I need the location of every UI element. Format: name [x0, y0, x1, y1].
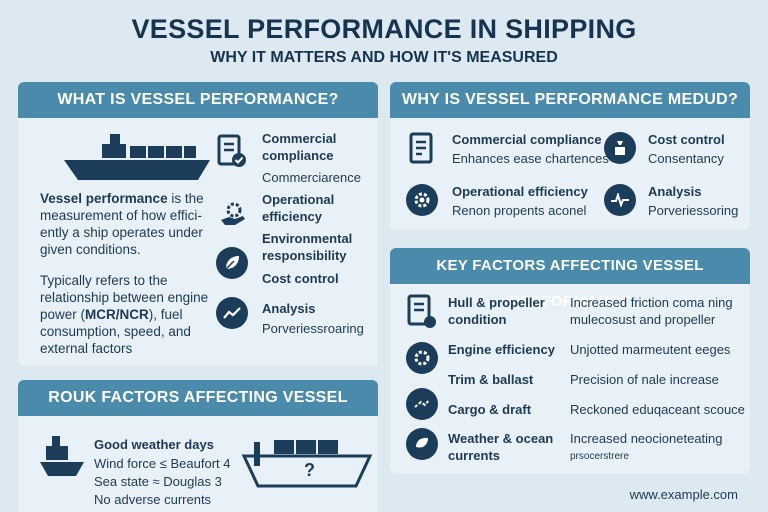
definition-text: Vessel performance is the measurement of…: [40, 190, 210, 258]
factor-hull-propeller-desc: Increased friction coma ning mulecosust …: [570, 295, 733, 327]
hull-document-icon: [407, 294, 436, 328]
what-item-cost-control: Cost control: [262, 271, 339, 286]
why-item-analysis-desc: Porveriessoring: [648, 203, 739, 218]
document-check-icon: [217, 134, 246, 167]
small-ship-icon: [40, 436, 84, 476]
cargo-icon: [406, 388, 438, 420]
relationship-part-a: Typically refers to the relationship bet…: [40, 273, 209, 322]
factor-cargo-draft: Cargo & draft: [448, 402, 532, 417]
page-title: VESSEL PERFORMANCE IN SHIPPING: [131, 14, 637, 44]
rouk-line-3: Sea state ≈ Douglas 3: [94, 474, 222, 489]
relationship-text: Typically refers to the relationship bet…: [40, 272, 215, 357]
why-item-operational-efficiency: Operational efficiency: [452, 184, 588, 199]
footer-url[interactable]: www.example.com: [629, 487, 738, 502]
what-item-commerciarence: Commerciarence: [262, 170, 361, 185]
key-factors-heading: KEY FACTORS AFFECTING VESSEL PERFORMANCE: [390, 248, 750, 310]
factor-engine-efficiency-desc: Unjotted marmeutent eeges: [570, 342, 731, 357]
rouk-line-4: No adverse currents: [94, 492, 212, 507]
ship-icon: [64, 134, 210, 180]
money-bag-icon: [604, 132, 636, 164]
why-item-operational-efficiency-desc: Renon propents aconel: [452, 203, 587, 218]
rouk-line-2: Wind force ≤ Beaufort 4: [94, 456, 231, 471]
factor-trim-ballast-desc: Precision of nale increase: [570, 372, 719, 387]
engine-gear-icon: [406, 342, 438, 374]
what-heading: WHAT IS VESSEL PERFORMANCE?: [18, 82, 378, 118]
why-heading: WHY IS VESSEL PERFORMANCE MEDUD?: [390, 82, 750, 118]
definition-rest: is the measurement of how effici-ently a…: [40, 191, 204, 257]
question-mark: ?: [304, 460, 315, 480]
why-panel: WHY IS VESSEL PERFORMANCE MEDUD? Commerc…: [390, 82, 750, 230]
rouk-panel: ROUK FACTORS AFFECTING VESSEL Good weath…: [18, 380, 378, 512]
factor-hull-propeller: Hull & propeller condition: [448, 295, 545, 327]
rouk-line-1: Good weather days: [94, 437, 214, 452]
why-item-cost-control: Cost control: [648, 132, 725, 147]
mcr-ncr-term: MCR/NCR: [85, 307, 149, 322]
what-item-operational-efficiency: Operational efficiency: [262, 192, 335, 224]
definition-term: Vessel performance: [40, 191, 168, 206]
factor-engine-efficiency: Engine efficiency: [448, 342, 555, 357]
factor-trim-ballast: Trim & ballast: [448, 372, 534, 387]
why-item-commercial-compliance-desc: Enhances ease chartences: [452, 151, 609, 166]
factor-weather-currents: Weather & ocean currents: [448, 431, 554, 463]
page-subtitle: WHY IT MATTERS AND HOW IT'S MEASURED: [210, 49, 558, 66]
factor-weather-currents-desc2: prsocerstrere: [570, 451, 629, 462]
leaf-icon: [216, 247, 248, 279]
trend-chart-icon: [216, 297, 248, 329]
why-item-cost-control-desc: Consentancy: [648, 151, 724, 166]
what-item-commercial-compliance: Commercial compliance: [262, 131, 337, 163]
what-item-porveriessroaring: Porveriessroaring: [262, 321, 364, 336]
weather-icon: [406, 428, 438, 460]
what-panel: WHAT IS VESSEL PERFORMANCE? Vessel perfo…: [18, 82, 378, 366]
why-item-analysis: Analysis: [648, 184, 702, 199]
gear-hand-icon: [221, 202, 245, 225]
factor-weather-currents-desc: Increased neocioneteating: [570, 431, 723, 446]
key-factors-panel: KEY FACTORS AFFECTING VESSEL PERFORMANCE…: [390, 248, 750, 474]
rouk-heading: ROUK FACTORS AFFECTING VESSEL: [18, 380, 378, 416]
what-item-analysis: Analysis: [262, 301, 316, 316]
pulse-chart-icon: [604, 184, 636, 216]
factor-cargo-draft-desc: Reckoned eduqaceant scouce: [570, 402, 745, 417]
cargo-ship-outline-icon: [241, 440, 373, 488]
what-item-environmental-responsibility: Environmental responsibility: [262, 231, 353, 263]
relationship-part-b: ), fuel consumption, speed, and external…: [40, 307, 191, 356]
gear-icon: [406, 184, 438, 216]
why-item-commercial-compliance: Commercial compliance: [452, 132, 602, 147]
document-icon: [409, 132, 433, 164]
